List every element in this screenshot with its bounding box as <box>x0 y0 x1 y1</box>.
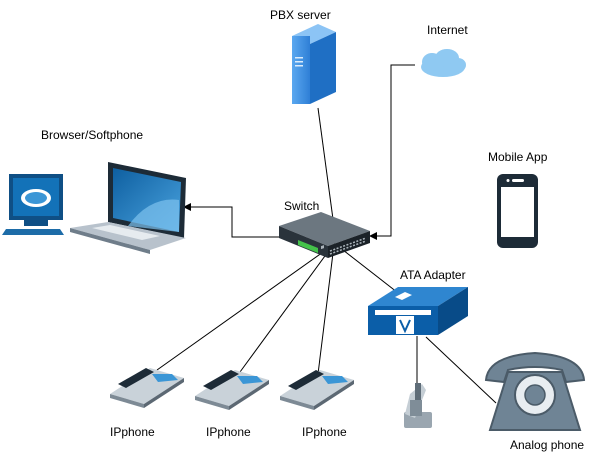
label-ipphone-2: IPphone <box>206 425 251 439</box>
link-switch-ata <box>333 242 403 297</box>
ip-phone-icon <box>195 370 269 410</box>
ip-phone-icon <box>280 370 354 410</box>
network-switch-icon <box>279 212 370 258</box>
link-switch-ipphone2 <box>239 244 334 373</box>
cloud-icon <box>421 49 466 77</box>
label-analog-phone: Analog phone <box>510 438 584 452</box>
label-pbx-server: PBX server <box>270 8 331 22</box>
label-browser-softphone: Browser/Softphone <box>41 128 143 142</box>
laptop-icon <box>70 162 186 254</box>
link-pbx-switch <box>317 107 336 235</box>
ata-adapter-icon <box>368 287 468 335</box>
link-switch-laptop <box>183 203 282 238</box>
link-switch-ipphone3 <box>317 244 335 375</box>
ip-phone-icon <box>110 368 184 408</box>
link-ata-analog <box>425 336 497 404</box>
analog-phone-icon <box>484 351 586 431</box>
mobile-phone-icon <box>497 174 538 248</box>
server-icon <box>292 24 336 104</box>
label-internet: Internet <box>427 23 468 37</box>
link-internet-switch <box>369 64 415 240</box>
label-ipphone-3: IPphone <box>302 425 347 439</box>
label-switch: Switch <box>284 199 319 213</box>
cordless-phone-icon <box>404 383 432 428</box>
link-switch-ipphone1 <box>156 244 334 371</box>
label-ata-adapter: ATA Adapter <box>400 268 466 282</box>
desktop-computer-icon <box>2 174 64 235</box>
label-ipphone-1: IPphone <box>110 425 155 439</box>
connections <box>156 64 497 404</box>
label-mobile-app: Mobile App <box>488 150 548 164</box>
